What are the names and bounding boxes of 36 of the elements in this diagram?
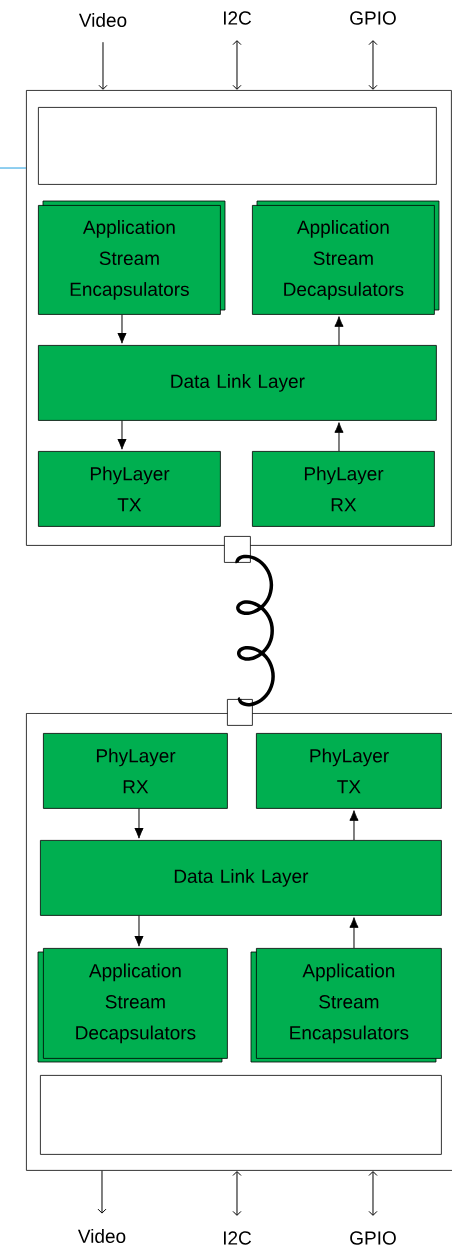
stacked-block: Application Stream Encapsulators xyxy=(38,200,226,315)
stacked-block: Application Stream Decapsulators xyxy=(37,948,228,1063)
arrow xyxy=(97,1170,107,1214)
layer-block: PhyLayer TX xyxy=(38,451,221,527)
stacked-block: Application Stream Decapsulators xyxy=(252,200,440,315)
arrow xyxy=(334,422,344,452)
arrow xyxy=(334,316,344,346)
arrow xyxy=(349,917,359,949)
signal-label: Video xyxy=(77,1229,126,1243)
blank-panel xyxy=(40,1075,442,1155)
arrow xyxy=(349,810,359,841)
arrow xyxy=(117,420,127,450)
arrow xyxy=(232,1171,242,1216)
arrow xyxy=(134,808,144,839)
layer-block: PhyLayer TX xyxy=(256,733,442,809)
stacked-block: Application Stream Encapsulators xyxy=(250,948,442,1063)
arrow xyxy=(368,1171,378,1216)
layer-block: Data Link Layer xyxy=(38,345,437,421)
signal-label: GPIO xyxy=(350,1231,396,1245)
signal-label: GPIO xyxy=(350,11,396,25)
layer-block: PhyLayer RX xyxy=(252,451,435,527)
cable xyxy=(235,554,275,707)
connector-square xyxy=(224,536,251,563)
blank-panel xyxy=(38,107,437,185)
layer-block: PhyLayer RX xyxy=(43,733,228,809)
arrow xyxy=(134,915,144,947)
line xyxy=(0,167,27,169)
signal-label: Video xyxy=(78,13,127,27)
layer-block: Data Link Layer xyxy=(40,840,442,916)
connector-square xyxy=(227,699,253,726)
arrow xyxy=(98,41,108,90)
signal-label: I2C xyxy=(223,1231,252,1245)
arrow xyxy=(117,314,127,344)
arrow xyxy=(232,40,242,90)
signal-label: I2C xyxy=(223,11,252,25)
arrow xyxy=(368,40,378,90)
